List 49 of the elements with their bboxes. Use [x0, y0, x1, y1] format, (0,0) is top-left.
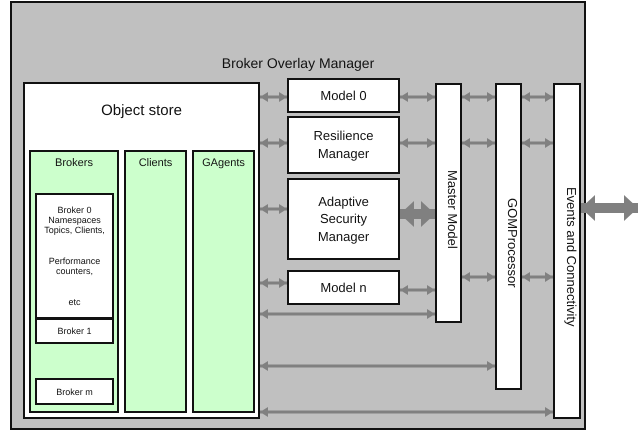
box-label: Adaptive Security Manager: [316, 192, 370, 246]
item-box: [35, 318, 114, 344]
component-bar: [495, 83, 522, 390]
arrow: [260, 407, 553, 417]
arrow: [260, 204, 287, 214]
column-panel: [29, 150, 119, 413]
column-panel: [124, 150, 187, 413]
arrow: [400, 285, 435, 295]
component-box: [287, 78, 400, 113]
item-box: [35, 378, 114, 405]
box-label: GOMProcessor: [505, 198, 520, 288]
store-panel: [23, 82, 260, 419]
component-bar: [553, 83, 581, 419]
item-box: [35, 193, 114, 319]
component-box: [287, 178, 400, 260]
box-label: Model 0: [320, 86, 367, 104]
box-label: Resilience Manager: [312, 127, 374, 163]
box-label: Broker Overlay Manager: [222, 55, 374, 71]
arrow: [260, 92, 287, 102]
arrow: [260, 278, 287, 288]
arrow: [522, 92, 553, 102]
arrow: [400, 138, 435, 148]
arrow: [260, 309, 435, 319]
box-label: Broker 1: [56, 326, 92, 336]
box-label: Master Model: [445, 170, 460, 248]
box-label: Clients: [138, 157, 172, 169]
arrow: [522, 138, 553, 148]
arrow: [400, 201, 435, 227]
box-label: Brokers: [55, 157, 93, 169]
arrow: [581, 195, 638, 221]
component-box: [287, 116, 400, 174]
arrow: [462, 138, 495, 148]
arrow: [522, 272, 553, 282]
arrow: [260, 361, 495, 371]
box-label: Broker 0 Namespaces Topics, Clients,: [43, 205, 106, 236]
arrow: [400, 92, 435, 102]
box-label: etc: [67, 296, 82, 307]
column-panel: [192, 150, 255, 413]
arrow: [260, 138, 287, 148]
box-label: Events and Connectivity: [564, 187, 579, 327]
box-label: Object store: [101, 102, 182, 119]
box-label: Model n: [320, 278, 367, 296]
box-label: GAgents: [202, 157, 245, 169]
box-label: Performance counters,: [48, 256, 102, 276]
component-box: [287, 270, 400, 305]
component-bar: [435, 83, 462, 323]
arrow: [462, 272, 495, 282]
box-label: Broker m: [55, 386, 94, 396]
arrow: [462, 92, 495, 102]
